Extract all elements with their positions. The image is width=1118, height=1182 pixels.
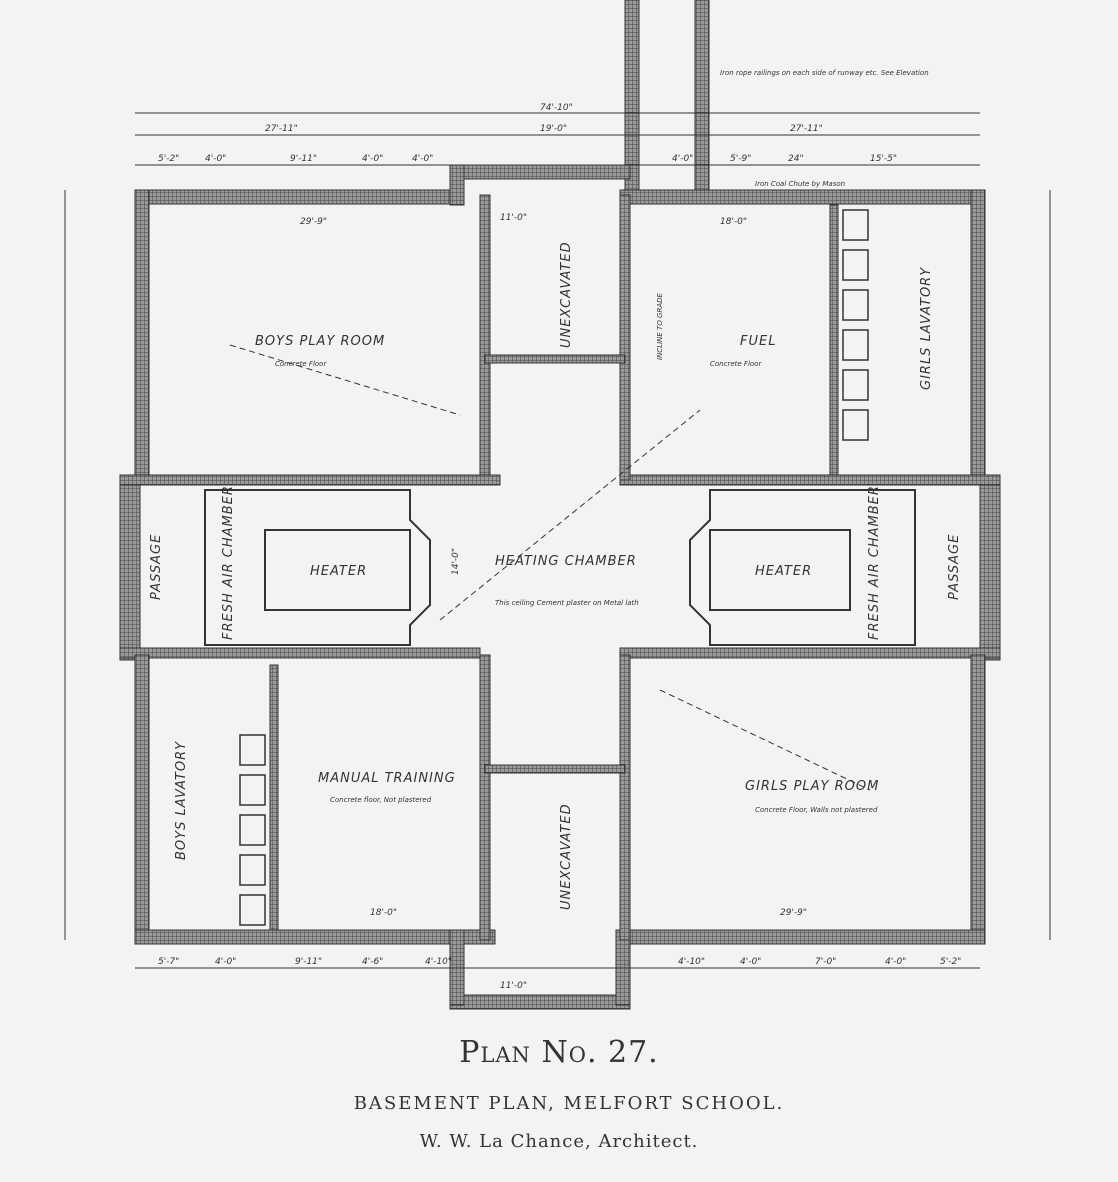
- dim-manual: 18'-0": [370, 908, 397, 918]
- boys-lavatory-fixtures: [239, 734, 266, 926]
- girls-lavatory-fixtures: [842, 209, 869, 441]
- incline-label: INCLINE TO GRADE: [656, 292, 664, 360]
- svg-text:9'-11": 9'-11": [290, 154, 317, 164]
- heater-right: [689, 489, 916, 646]
- walls: [119, 0, 1001, 1010]
- dim-left: 27'-11": [265, 124, 298, 134]
- svg-text:Concrete Floor: Concrete Floor: [275, 360, 327, 368]
- room-manual-training: MANUAL TRAINING: [318, 771, 456, 786]
- svg-text:5'-2": 5'-2": [940, 957, 961, 967]
- dim-unexcavated-bottom: 11'-0": [500, 981, 527, 991]
- svg-text:4'-10": 4'-10": [678, 957, 705, 967]
- svg-text:5'-9": 5'-9": [730, 154, 751, 164]
- room-boys-lavatory: BOYS LAVATORY: [174, 741, 189, 860]
- dim-heating: 14'-0": [451, 548, 461, 575]
- svg-text:Concrete floor, Not plastered: Concrete floor, Not plastered: [330, 796, 432, 804]
- svg-text:4'-0": 4'-0": [215, 957, 236, 967]
- bottom-dimension-segments: 5'-7" 4'-0" 9'-11" 4'-6" 4'-10" 4'-10" 4…: [158, 957, 961, 967]
- room-passage-right: PASSAGE: [947, 534, 962, 600]
- top-dimension-segments: 5'-2" 4'-0" 9'-11" 4'-0" 4'-0" 4'-0" 5'-…: [158, 154, 897, 164]
- room-heater-right: HEATER: [755, 564, 812, 579]
- svg-text:4'-6": 4'-6": [362, 957, 383, 967]
- svg-text:This ceiling Cement plaster on: This ceiling Cement plaster on Metal lat…: [495, 599, 639, 607]
- svg-text:4'-0": 4'-0": [885, 957, 906, 967]
- svg-text:4'-0": 4'-0": [672, 154, 693, 164]
- svg-text:24": 24": [788, 154, 804, 164]
- svg-text:4'-0": 4'-0": [412, 154, 433, 164]
- svg-text:7'-0": 7'-0": [815, 957, 836, 967]
- svg-text:Concrete Floor, Walls not plas: Concrete Floor, Walls not plastered: [755, 806, 878, 814]
- floor-plan-drawing: 74'-10" 27'-11" 19'-0" 27'-11" 5'-2" 4'-…: [64, 0, 1051, 1010]
- svg-text:4'-0": 4'-0": [362, 154, 383, 164]
- svg-text:4'-0": 4'-0": [740, 957, 761, 967]
- room-unexcavated-top: UNEXCAVATED: [559, 241, 574, 348]
- room-unexcavated-bottom: UNEXCAVATED: [559, 803, 574, 910]
- dim-right: 27'-11": [790, 124, 823, 134]
- svg-text:5'-7": 5'-7": [158, 957, 179, 967]
- svg-text:5'-2": 5'-2": [158, 154, 179, 164]
- dim-overall: 74'-10": [540, 103, 573, 113]
- dim-fuel: 18'-0": [720, 217, 747, 227]
- room-heater-left: HEATER: [310, 564, 367, 579]
- plan-title: BASEMENT PLAN, MELFORT SCHOOL.: [353, 1093, 785, 1114]
- room-fresh-air-left: FRESH AIR CHAMBER: [221, 485, 236, 640]
- room-heating-chamber: HEATING CHAMBER: [495, 554, 637, 569]
- svg-text:15'-5": 15'-5": [870, 154, 897, 164]
- dim-boys-room: 29'-9": [300, 217, 327, 227]
- dim-unexcavated: 11'-0": [500, 213, 527, 223]
- room-girls-lavatory: GIRLS LAVATORY: [919, 267, 934, 390]
- svg-text:Concrete Floor: Concrete Floor: [710, 360, 762, 368]
- dim-girls-room: 29'-9": [780, 908, 807, 918]
- svg-text:4'-0": 4'-0": [205, 154, 226, 164]
- svg-text:4'-10": 4'-10": [425, 957, 452, 967]
- room-passage-left: PASSAGE: [149, 534, 164, 600]
- chimney-note: Iron rope railings on each side of runwa…: [720, 69, 929, 77]
- room-boys-play-room: BOYS PLAY ROOM: [255, 334, 385, 349]
- heater-left: [204, 489, 431, 646]
- svg-text:9'-11": 9'-11": [295, 957, 322, 967]
- coal-chute-note: Iron Coal Chute by Mason: [755, 180, 845, 188]
- plan-number: Plan No. 27.: [459, 1035, 659, 1070]
- dim-center: 19'-0": [540, 124, 567, 134]
- room-girls-play-room: GIRLS PLAY ROOM: [745, 779, 879, 794]
- room-fuel: FUEL: [740, 334, 776, 349]
- architect-credit: W. W. La Chance, Architect.: [419, 1131, 699, 1152]
- room-fresh-air-right: FRESH AIR CHAMBER: [867, 485, 882, 640]
